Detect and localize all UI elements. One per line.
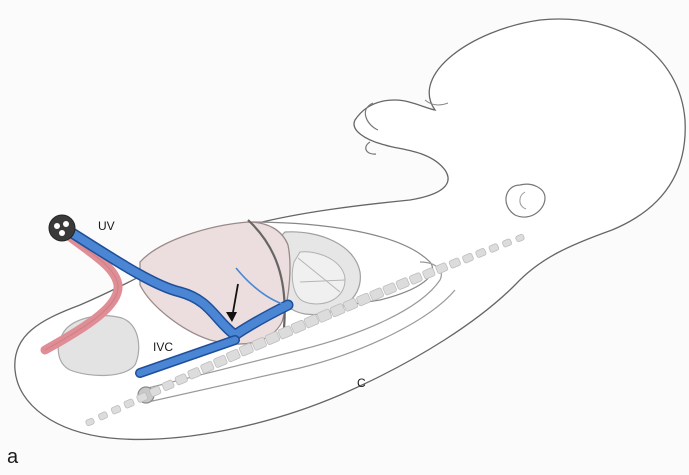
panel-label: a xyxy=(7,446,18,469)
cord-vessel-3 xyxy=(59,230,65,236)
fetus-body-outline xyxy=(15,19,685,439)
label-ivc: IVC xyxy=(153,340,173,354)
label-c: C xyxy=(357,376,366,390)
cord-vessel-2 xyxy=(63,221,69,227)
label-uv: UV xyxy=(98,219,115,233)
cord-vessel-1 xyxy=(54,223,60,229)
bladder xyxy=(58,316,138,376)
umbilical-cord-section xyxy=(49,215,75,241)
mouth-outline xyxy=(366,142,376,154)
